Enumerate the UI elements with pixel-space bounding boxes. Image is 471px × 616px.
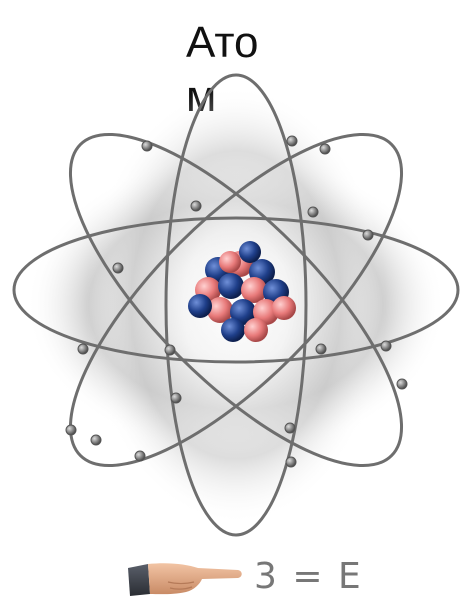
electron <box>397 379 407 389</box>
neutron <box>188 294 212 318</box>
electron <box>91 435 101 445</box>
electron <box>191 201 201 211</box>
electron <box>316 344 326 354</box>
caption: 3 = E <box>128 554 378 604</box>
electron <box>381 341 391 351</box>
electron <box>285 423 295 433</box>
proton <box>244 318 268 342</box>
electron <box>363 230 373 240</box>
proton <box>219 251 241 273</box>
electron <box>135 451 145 461</box>
electron <box>308 207 318 217</box>
electron <box>142 141 152 151</box>
neutron <box>239 241 261 263</box>
electron <box>66 425 76 435</box>
pointing-hand-icon <box>128 554 244 598</box>
proton <box>272 296 296 320</box>
neutron <box>218 273 244 299</box>
electron <box>113 263 123 273</box>
electron <box>78 344 88 354</box>
neutron <box>221 318 245 342</box>
electron <box>286 457 296 467</box>
electron <box>320 144 330 154</box>
electron <box>171 393 181 403</box>
electron <box>165 345 175 355</box>
electron <box>287 136 297 146</box>
caption-text: 3 = E <box>254 556 363 597</box>
proton <box>241 277 267 303</box>
